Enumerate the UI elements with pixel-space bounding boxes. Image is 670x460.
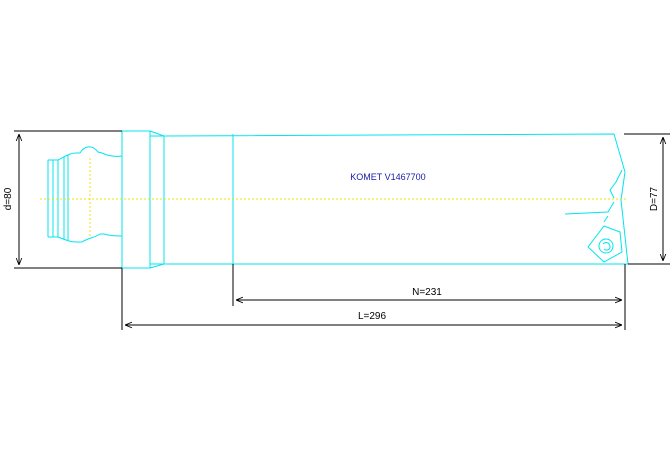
dimension-N: N=231 [232, 264, 626, 330]
dimension-d: d=80 [3, 130, 122, 269]
dimension-D-label: D=77 [649, 186, 660, 211]
model-label: KOMET V1467700 [350, 172, 425, 182]
dimension-L-label: L=296 [358, 311, 387, 322]
dimension-D: D=77 [624, 133, 670, 265]
shank-coupling [47, 146, 123, 243]
centerline [40, 158, 628, 238]
dimension-L: L=296 [121, 268, 622, 330]
dimension-N-label: N=231 [412, 287, 442, 298]
cutting-insert [587, 225, 623, 263]
dimension-d-label: d=80 [3, 187, 14, 210]
